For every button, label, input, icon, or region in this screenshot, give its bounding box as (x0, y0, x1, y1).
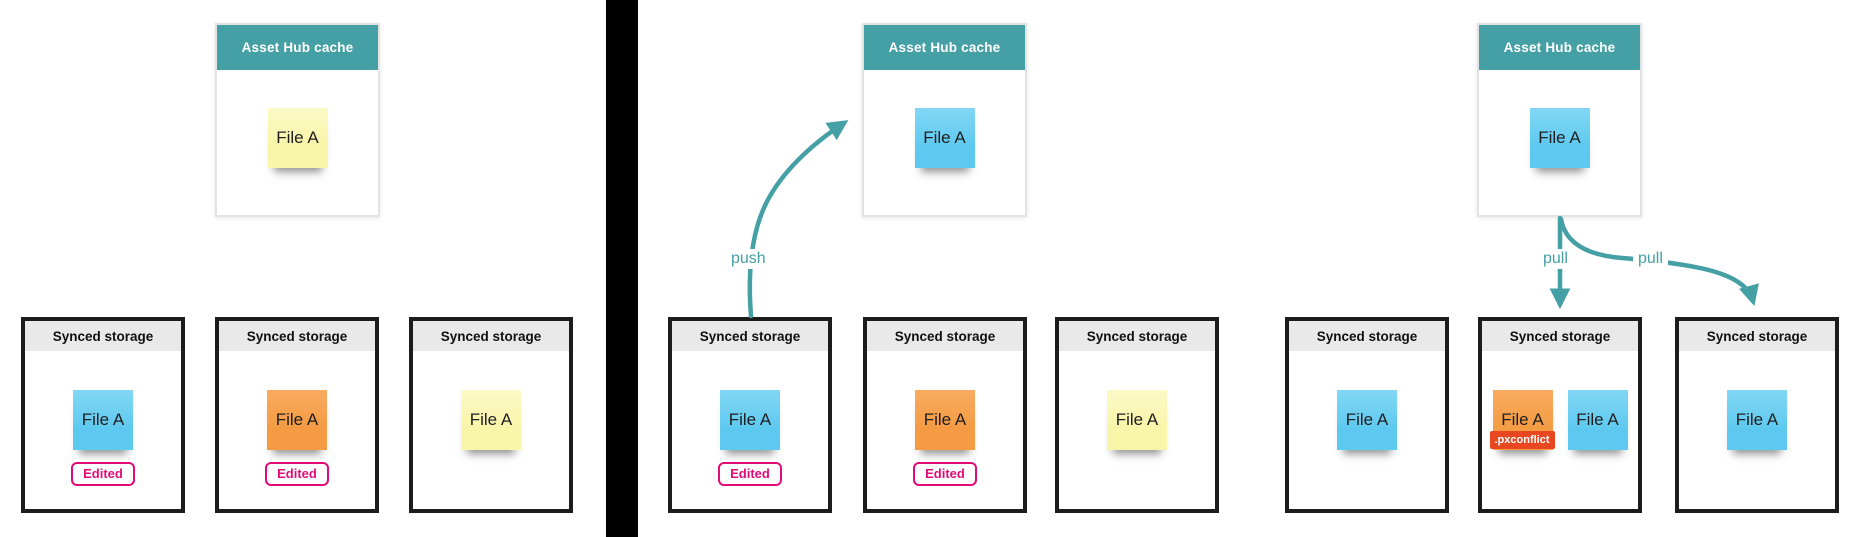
edited-badge: Edited (71, 462, 135, 486)
sticky-note-file-a: File A (915, 390, 975, 450)
sticky-note-file-a: File A (1727, 390, 1787, 450)
p3-asset-hub-body: File A (1479, 70, 1640, 168)
note-label: File A (1576, 410, 1619, 429)
p2-asset-hub-body: File A (864, 70, 1025, 168)
storage-header: Synced storage (867, 321, 1023, 351)
p1-storage-1: Synced storage File A Edited (21, 317, 185, 513)
p2-asset-hub-box: Asset Hub cache File A (862, 23, 1027, 217)
storage-title: Synced storage (894, 328, 996, 344)
edited-badge: Edited (265, 462, 329, 486)
pxconflict-tag: .pxconflict (1489, 431, 1555, 449)
p3-storage-3: Synced storage File A (1675, 317, 1839, 513)
storage-header: Synced storage (25, 321, 181, 351)
p1-asset-hub-header: Asset Hub cache (217, 25, 378, 70)
note-label: File A (1735, 410, 1779, 429)
sticky-note-file-a: File A (720, 390, 780, 450)
storage-title: Synced storage (1086, 328, 1188, 344)
note-label: File A (275, 410, 319, 429)
p1-storage-3: Synced storage File A (409, 317, 573, 513)
push-arrow (747, 120, 849, 319)
p3-storage-1: Synced storage File A (1285, 317, 1449, 513)
pull-label-left: pull (1538, 249, 1573, 270)
note-label: File A (1115, 410, 1159, 429)
storage-body: File A (1059, 351, 1215, 450)
note-label: File A (923, 410, 967, 429)
storage-header: Synced storage (1059, 321, 1215, 351)
storage-body: File A .pxconflict File A (1482, 351, 1638, 450)
note-label: File A (1501, 410, 1544, 429)
storage-header: Synced storage (672, 321, 828, 351)
storage-title: Synced storage (246, 328, 348, 344)
note-label: File A (276, 128, 319, 147)
sticky-note-file-a: File A (1529, 108, 1590, 168)
asset-hub-title: Asset Hub cache (1503, 40, 1616, 55)
storage-title: Synced storage (1316, 328, 1418, 344)
storage-body: File A (1679, 351, 1835, 450)
storage-body: File A Edited (867, 351, 1023, 486)
sticky-note-file-a: File A (267, 108, 328, 168)
sticky-note-file-a: File A (914, 108, 975, 168)
note-label: File A (81, 410, 125, 429)
note-label: File A (923, 128, 966, 147)
storage-header: Synced storage (413, 321, 569, 351)
storage-header: Synced storage (1289, 321, 1445, 351)
p3-asset-hub-header: Asset Hub cache (1479, 25, 1640, 70)
storage-header: Synced storage (219, 321, 375, 351)
sticky-note-file-a: File A (461, 390, 521, 450)
storage-title: Synced storage (699, 328, 801, 344)
storage-body: File A Edited (219, 351, 375, 486)
panel-divider (606, 0, 638, 537)
storage-body: File A Edited (672, 351, 828, 486)
note-label: File A (469, 410, 513, 429)
sticky-note-file-a: File A (1337, 390, 1397, 450)
p1-asset-hub-body: File A (217, 70, 378, 168)
storage-title: Synced storage (52, 328, 154, 344)
p3-storage-2-conflict: Synced storage File A .pxconflict File A (1478, 317, 1642, 513)
sticky-note-file-a: File A (73, 390, 133, 450)
storage-header: Synced storage (1679, 321, 1835, 351)
sticky-note-file-a: File A (1107, 390, 1167, 450)
storage-title: Synced storage (440, 328, 542, 344)
asset-hub-title: Asset Hub cache (888, 40, 1001, 55)
storage-body: File A (413, 351, 569, 450)
p3-asset-hub-box: Asset Hub cache File A (1477, 23, 1642, 217)
storage-body: File A (1289, 351, 1445, 450)
edited-badge: Edited (913, 462, 977, 486)
edited-badge: Edited (718, 462, 782, 486)
storage-title: Synced storage (1706, 328, 1808, 344)
p1-asset-hub-box: Asset Hub cache File A (215, 23, 380, 217)
p2-storage-1: Synced storage File A Edited (668, 317, 832, 513)
note-label: File A (728, 410, 772, 429)
sticky-note-file-a: File A (267, 390, 327, 450)
asset-hub-title: Asset Hub cache (241, 40, 354, 55)
note-label: File A (1345, 410, 1389, 429)
storage-title: Synced storage (1509, 328, 1611, 344)
storage-header: Synced storage (1482, 321, 1638, 351)
p2-storage-2: Synced storage File A Edited (863, 317, 1027, 513)
push-label: push (726, 249, 771, 270)
p2-asset-hub-header: Asset Hub cache (864, 25, 1025, 70)
storage-body: File A Edited (25, 351, 181, 486)
sticky-note-file-a: File A (1567, 390, 1628, 450)
sticky-note-file-a-conflicted: File A .pxconflict (1489, 390, 1555, 450)
p2-storage-3: Synced storage File A (1055, 317, 1219, 513)
p1-storage-2: Synced storage File A Edited (215, 317, 379, 513)
note-label: File A (1538, 128, 1581, 147)
pull-label-right: pull (1633, 249, 1668, 270)
